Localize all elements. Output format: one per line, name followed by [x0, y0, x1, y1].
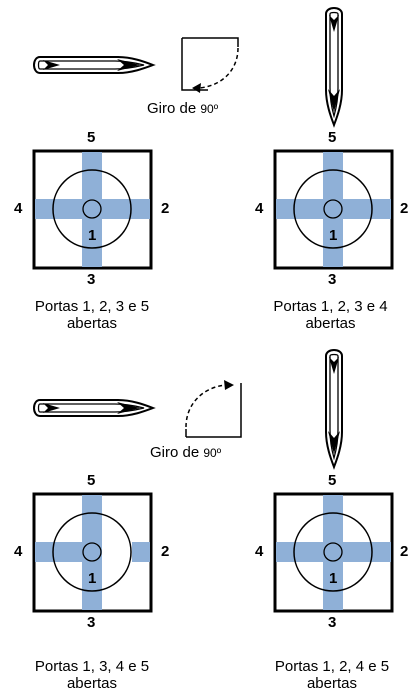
port-label-1: 1 — [88, 227, 97, 244]
port-label-3: 3 — [87, 614, 96, 631]
port-label-4: 4 — [14, 543, 23, 560]
port-label-2: 2 — [161, 543, 170, 560]
rotation-label-2: Giro de 90º — [150, 444, 222, 461]
port-label-4: 4 — [255, 543, 264, 560]
arrow-icon — [117, 402, 140, 414]
arrow-icon — [117, 59, 140, 71]
arrow-icon — [329, 357, 339, 374]
rotation-arc-counterclockwise — [185, 380, 242, 438]
valve-panel-2 — [273, 149, 394, 270]
port-label-1: 1 — [329, 570, 338, 587]
arrow-icon — [43, 403, 60, 413]
valve-panel-3 — [32, 492, 153, 613]
port-label-3: 3 — [328, 271, 337, 288]
arrow-icon — [328, 89, 340, 112]
port-label-4: 4 — [255, 200, 264, 217]
port-label-4: 4 — [14, 200, 23, 217]
port-label-5: 5 — [328, 129, 337, 146]
valve-handle-vertical-4 — [325, 348, 343, 470]
arrow-icon — [328, 431, 340, 454]
valve-handle-horizontal-1 — [32, 56, 156, 74]
arrow-icon — [43, 60, 60, 70]
port-label-2: 2 — [400, 543, 409, 560]
valve-panel-4 — [273, 492, 394, 613]
port-label-1: 1 — [88, 570, 97, 587]
arrow-head-icon — [224, 380, 234, 390]
valve-panel-1 — [32, 149, 153, 270]
rotation-arc-clockwise — [181, 37, 239, 93]
valve-handle-vertical-2 — [325, 6, 343, 128]
port-label-5: 5 — [87, 129, 96, 146]
valve-handle-horizontal-3 — [32, 399, 156, 417]
port-label-3: 3 — [87, 271, 96, 288]
port-label-3: 3 — [328, 614, 337, 631]
port-label-2: 2 — [400, 200, 409, 217]
port-label-1: 1 — [329, 227, 338, 244]
arrow-icon — [329, 15, 339, 32]
rotation-label-1: Giro de 90º — [147, 100, 219, 117]
arrow-head-icon — [192, 83, 201, 93]
port-label-2: 2 — [161, 200, 170, 217]
port-label-5: 5 — [87, 472, 96, 489]
port-label-5: 5 — [328, 472, 337, 489]
